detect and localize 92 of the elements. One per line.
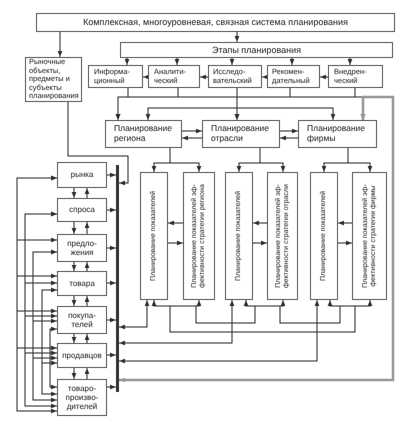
arrow: [72, 296, 76, 306]
arrow: [320, 74, 328, 80]
arrow: [252, 220, 268, 226]
arrow: [16, 176, 58, 414]
stage-box: [88, 65, 143, 88]
arrow: [84, 262, 90, 272]
stage-box: [328, 65, 383, 88]
arrow: [106, 280, 116, 286]
arrow: [42, 288, 58, 396]
planning-box: [298, 120, 377, 148]
arrow: [236, 88, 336, 120]
arrow: [262, 74, 268, 80]
object-box: [57, 234, 107, 262]
box-label: товаро-произво-дителей: [64, 384, 100, 412]
arrow: [280, 128, 298, 134]
arrow: [118, 300, 150, 330]
arrow: [230, 58, 234, 66]
box-label: рынка: [70, 170, 94, 180]
system-box: [36, 13, 395, 32]
indicator-box: [183, 172, 215, 300]
object-box: [57, 271, 107, 296]
box-label: продавцов: [62, 350, 102, 360]
arrow: [106, 352, 116, 358]
arrow: [168, 240, 184, 246]
object-box: [57, 379, 107, 416]
indicator-box: [352, 172, 387, 300]
arrow: [72, 368, 76, 380]
arrow: [142, 74, 149, 80]
arrow: [58, 32, 62, 58]
arrow: [32, 250, 58, 402]
arrow: [84, 368, 90, 380]
arrow: [168, 220, 184, 226]
arrow: [182, 136, 202, 140]
box-label: предло-жения: [66, 238, 98, 258]
indicator-box: [225, 172, 253, 300]
arrow: [124, 58, 130, 66]
arrow: [174, 58, 180, 66]
stages-box: [120, 42, 393, 58]
stage-box: [208, 65, 262, 88]
arrow: [72, 222, 76, 234]
arrow: [106, 246, 116, 250]
arrow: [72, 334, 76, 344]
planning-box: [105, 120, 182, 148]
box-label: Планирование отрасли: [211, 124, 270, 144]
arrow: [72, 262, 76, 272]
arrow: [68, 102, 128, 186]
stage-box: [267, 65, 320, 88]
box-label: Комплексная, многоуровневая, связная система планирования: [83, 17, 348, 28]
arrow: [118, 300, 234, 346]
object-box: [57, 162, 107, 188]
arrow: [50, 326, 58, 390]
arrow: [24, 212, 58, 408]
indicator-box: [267, 172, 298, 300]
arrow: [260, 148, 286, 172]
arrow: [84, 334, 90, 344]
arrow: [280, 300, 340, 324]
arrow: [106, 318, 116, 322]
box-label: Планирование фирмы: [307, 124, 366, 144]
box-label: Планирование региона: [114, 124, 174, 144]
arrow: [338, 240, 352, 246]
arrow: [106, 172, 116, 178]
arrow: [200, 74, 208, 80]
arrow: [234, 32, 240, 42]
box-label: покупа-телей: [67, 310, 97, 330]
arrow: [84, 222, 90, 234]
arrow: [348, 58, 352, 66]
arrow: [84, 188, 90, 198]
arrow: [106, 208, 116, 212]
arrow: [182, 128, 202, 134]
box-label: товара: [69, 278, 95, 288]
arrow: [252, 240, 268, 246]
arrow: [106, 384, 116, 390]
arrow: [170, 148, 202, 172]
arrow: [119, 96, 394, 382]
indicator-box: [310, 172, 338, 300]
object-box: [57, 343, 107, 368]
indicator-box: [140, 172, 168, 300]
bus-bar: [116, 165, 119, 392]
arrow: [280, 136, 298, 140]
arrow: [348, 148, 372, 172]
arrow: [118, 300, 320, 364]
arrow: [152, 300, 372, 332]
arrow: [84, 296, 90, 306]
arrow: [290, 58, 294, 66]
arrow: [72, 188, 76, 198]
box-label: спроса: [69, 205, 95, 215]
object-box: [57, 306, 107, 334]
stage-box: [148, 65, 200, 88]
box-label: Этапы планирования: [212, 44, 302, 56]
arrow: [338, 220, 352, 226]
object-box: [57, 198, 107, 222]
planning-box: [202, 120, 280, 148]
